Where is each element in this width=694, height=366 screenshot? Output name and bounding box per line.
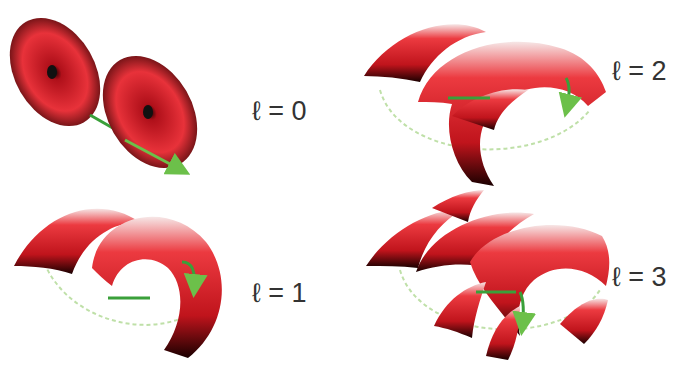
- mode-label: ℓ = 0: [252, 98, 307, 125]
- helical-wavefront: [366, 190, 609, 360]
- mode-label: ℓ = 1: [252, 280, 307, 307]
- plane-wavefront: [0, 2, 216, 185]
- mode-label: ℓ = 2: [612, 58, 667, 85]
- helical-wavefront: [364, 24, 606, 186]
- helical-wavefront: [14, 209, 222, 358]
- mode-label: ℓ = 3: [612, 264, 667, 291]
